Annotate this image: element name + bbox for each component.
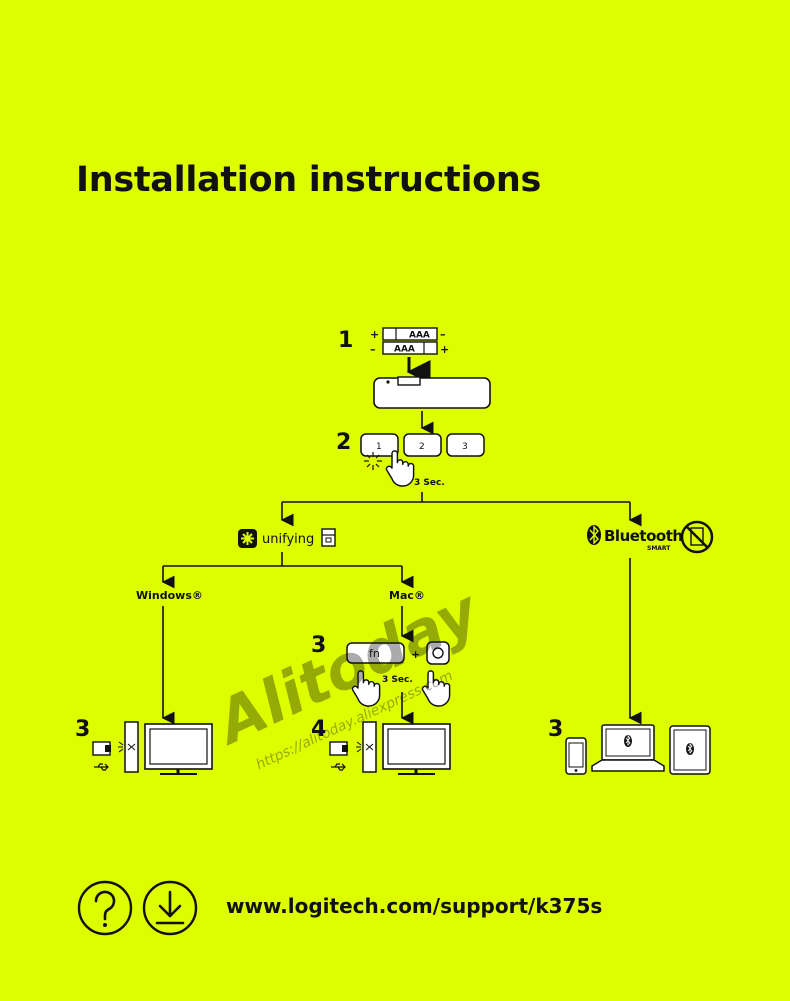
battery-bottom-label: AAA bbox=[394, 345, 415, 355]
tablet-icon bbox=[669, 725, 711, 775]
footer-icons bbox=[77, 880, 198, 936]
windows-label: Windows® bbox=[136, 589, 203, 602]
mac-hold-time: 3 Sec. bbox=[382, 675, 413, 685]
battery-bottom-plus: + bbox=[440, 343, 449, 356]
step-3-mac-number: 3 bbox=[311, 633, 326, 658]
battery-top-minus: – bbox=[440, 328, 446, 341]
channel-key-1: 1 bbox=[360, 433, 399, 457]
branch-connectors bbox=[161, 492, 642, 725]
smartphone-icon bbox=[565, 737, 587, 775]
battery-top-label: AAA bbox=[409, 331, 430, 341]
mac-usb-receiver-icon bbox=[329, 741, 348, 771]
step-2-number: 2 bbox=[336, 430, 351, 455]
battery-top-plus: + bbox=[370, 328, 379, 341]
help-icon[interactable] bbox=[77, 880, 133, 936]
unifying-label: unifying bbox=[262, 532, 314, 547]
channel-key-3-label: 3 bbox=[462, 442, 468, 452]
keyboard-back-icon bbox=[373, 376, 491, 409]
no-receiver-icon bbox=[680, 520, 714, 554]
o-key bbox=[426, 641, 450, 665]
windows-usb-receiver-icon bbox=[92, 741, 111, 771]
step-4-mac-number: 4 bbox=[311, 717, 326, 742]
bluetooth-logo-icon bbox=[587, 525, 601, 545]
fn-key-label: fn bbox=[369, 647, 380, 660]
page-title: Installation instructions bbox=[76, 160, 542, 200]
windows-monitor-icon bbox=[144, 723, 213, 775]
laptop-icon bbox=[591, 724, 665, 772]
watermark: Alitoday https://alitoday.aliexpress.com bbox=[203, 576, 491, 774]
bluetooth-smart-label: SMART bbox=[647, 545, 671, 552]
step-3-bluetooth-number: 3 bbox=[548, 717, 563, 742]
support-url-link[interactable]: www.logitech.com/support/k375s bbox=[226, 894, 603, 918]
unifying-receiver-icon bbox=[321, 528, 336, 547]
battery-bottom-minus: – bbox=[370, 343, 376, 356]
channel-key-3: 3 bbox=[446, 433, 485, 457]
battery-top: + AAA – bbox=[370, 327, 446, 341]
download-icon[interactable] bbox=[142, 880, 198, 936]
bluetooth-label: Bluetooth bbox=[604, 527, 683, 545]
channel-key-1-label: 1 bbox=[376, 442, 382, 452]
key-combo-plus: + bbox=[411, 648, 420, 661]
mac-label: Mac® bbox=[389, 589, 425, 602]
mac-pc-tower-icon bbox=[356, 721, 377, 773]
step-3-windows-number: 3 bbox=[75, 717, 90, 742]
windows-pc-tower-icon bbox=[118, 721, 139, 773]
battery-bottom: – AAA + bbox=[370, 341, 449, 356]
channel-key-2: 2 bbox=[403, 433, 442, 457]
led-blink-icon bbox=[364, 452, 382, 470]
channel-key-2-label: 2 bbox=[419, 442, 425, 452]
unifying-logo-icon bbox=[238, 529, 257, 548]
mac-monitor-icon bbox=[382, 723, 451, 775]
step-2-hold-time: 3 Sec. bbox=[414, 478, 445, 488]
fn-key: fn bbox=[346, 642, 405, 664]
step-1-number: 1 bbox=[338, 328, 353, 353]
